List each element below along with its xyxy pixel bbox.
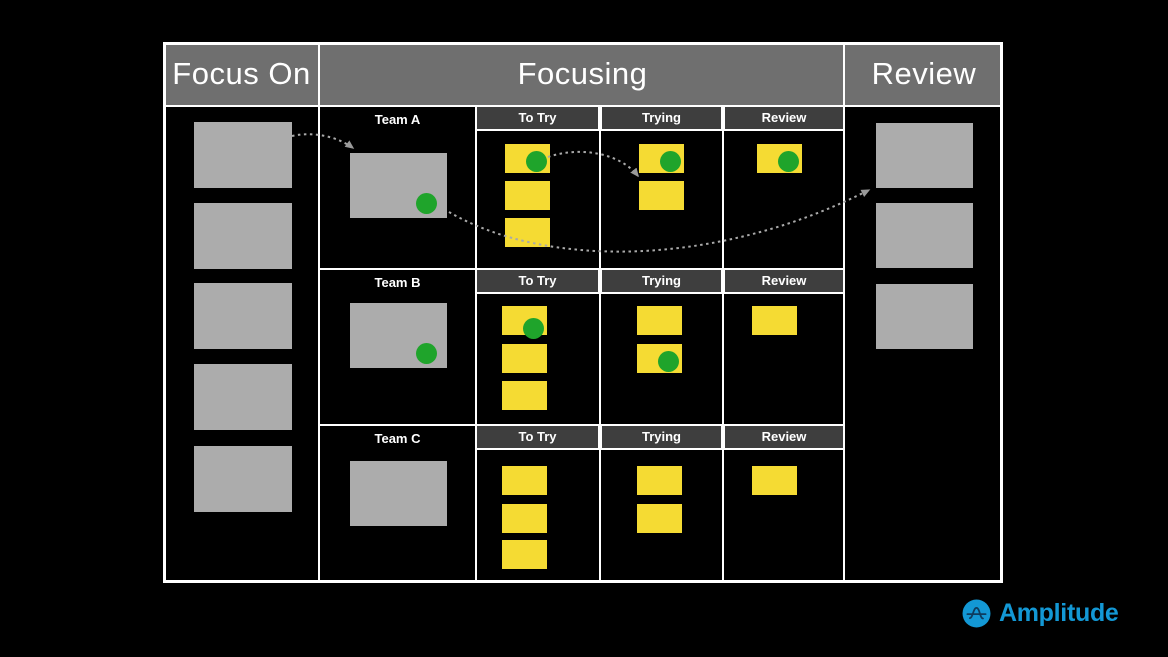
column-header-focusing: Focusing [320, 42, 845, 105]
sticky-note[interactable] [637, 466, 682, 495]
sticky-note[interactable] [502, 466, 547, 495]
sticky-note[interactable] [505, 181, 550, 210]
team-name: Team C [374, 431, 421, 446]
divider-stage-2 [599, 105, 601, 583]
sticky-note[interactable] [752, 466, 797, 495]
focus-on-card[interactable] [194, 446, 292, 512]
sticky-note[interactable] [502, 381, 547, 410]
vote-dot [778, 151, 799, 172]
team-name: Team A [374, 112, 421, 127]
sticky-note[interactable] [505, 218, 550, 247]
stage-header: Trying [600, 268, 723, 294]
divider-review [843, 42, 845, 583]
focus-on-card[interactable] [194, 122, 292, 188]
amplitude-logo-icon [962, 599, 991, 628]
focus-on-card[interactable] [194, 364, 292, 430]
team-name: Team B [374, 275, 421, 290]
column-header-focus-on: Focus On [163, 42, 320, 105]
sticky-note[interactable] [752, 306, 797, 335]
vote-dot [416, 193, 437, 214]
border-left [163, 42, 166, 583]
column-header-review: Review [845, 42, 1003, 105]
sticky-note[interactable] [502, 504, 547, 533]
stage-header: Trying [600, 105, 723, 131]
sticky-note[interactable] [639, 181, 684, 210]
sticky-note[interactable] [502, 344, 547, 373]
stage-header: Review [723, 268, 845, 294]
focus-on-card[interactable] [194, 203, 292, 269]
sticky-note[interactable] [502, 540, 547, 569]
vote-dot [658, 351, 679, 372]
review-card[interactable] [876, 284, 973, 349]
review-card[interactable] [876, 123, 973, 188]
divider-stage-1 [475, 105, 477, 583]
sticky-note[interactable] [637, 504, 682, 533]
vote-dot [660, 151, 681, 172]
stage-header: Review [723, 105, 845, 131]
border-right [1000, 42, 1003, 583]
stage-header: To Try [475, 105, 600, 131]
amplitude-logo: Amplitude [962, 599, 1119, 628]
stage-header: Review [723, 424, 845, 450]
sticky-note[interactable] [637, 306, 682, 335]
divider-stage-3 [722, 105, 724, 583]
stage-header: Trying [600, 424, 723, 450]
amplitude-logo-text: Amplitude [999, 599, 1119, 627]
vote-dot [523, 318, 544, 339]
review-card[interactable] [876, 203, 973, 268]
border-top [163, 42, 1003, 45]
divider-focus-on [318, 42, 320, 583]
stage-header: To Try [475, 268, 600, 294]
vote-dot [526, 151, 547, 172]
stage-header: To Try [475, 424, 600, 450]
focus-on-card[interactable] [194, 283, 292, 349]
border-bottom [163, 580, 1003, 583]
team-card[interactable] [350, 461, 447, 526]
vote-dot [416, 343, 437, 364]
